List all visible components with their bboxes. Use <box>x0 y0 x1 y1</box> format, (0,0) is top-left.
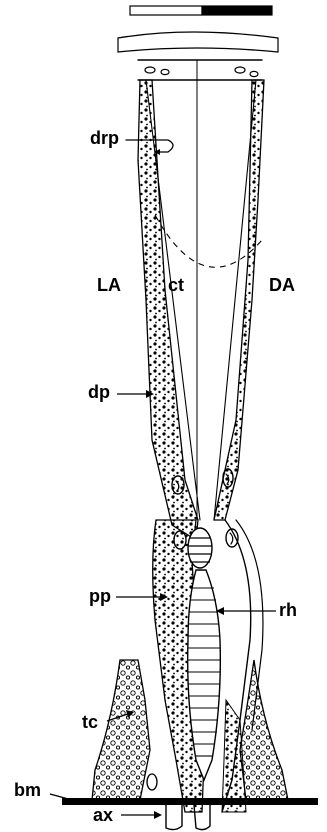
apical-cap <box>118 32 278 80</box>
label-ax: ax <box>93 805 113 825</box>
label-pp: pp <box>89 586 111 606</box>
label-ct: ct <box>168 275 184 295</box>
basement-membrane <box>62 798 318 805</box>
scale-bar <box>130 6 272 15</box>
tissue-cells-left <box>92 660 150 800</box>
label-bm: bm <box>14 780 41 800</box>
left-arm <box>138 80 198 540</box>
label-drp: drp <box>90 128 119 148</box>
label-dp: dp <box>88 382 110 402</box>
label-da: DA <box>269 275 295 295</box>
tissue-cells-right <box>240 660 288 800</box>
dashed-curve <box>155 215 262 267</box>
scale-bar-white-segment <box>130 6 202 15</box>
label-tc: tc <box>82 712 98 732</box>
label-rh: rh <box>279 600 297 620</box>
scale-bar-black-segment <box>202 6 272 15</box>
right-arm <box>214 80 264 520</box>
label-la: LA <box>97 275 121 295</box>
